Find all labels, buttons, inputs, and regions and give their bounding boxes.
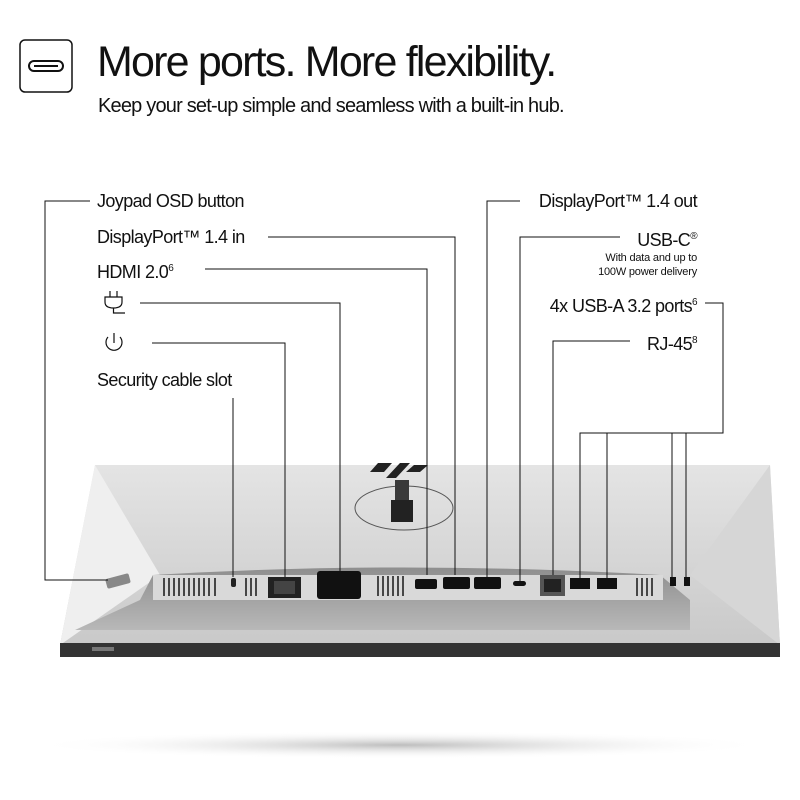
leader-lines bbox=[44, 200, 724, 581]
usb-a-port bbox=[670, 577, 676, 586]
page-title: More ports. More flexibility. bbox=[97, 38, 557, 86]
usb-a-port bbox=[684, 577, 690, 586]
label-dp-out: DisplayPort™ 1.4 out bbox=[538, 191, 698, 211]
hdmi-port bbox=[415, 579, 437, 589]
label-usbc-text: USB-C bbox=[637, 230, 691, 250]
security-slot bbox=[231, 578, 236, 587]
dp-in-port bbox=[443, 577, 470, 589]
label-joypad: Joypad OSD button bbox=[97, 191, 245, 211]
footnote: ® bbox=[690, 231, 697, 242]
dp-out-port bbox=[474, 577, 501, 589]
label-security: Security cable slot bbox=[97, 370, 232, 390]
usbc-note-line: With data and up to bbox=[605, 252, 697, 264]
usb-c-port bbox=[513, 581, 526, 586]
floor-shadow bbox=[30, 731, 770, 759]
page-subtitle: Keep your set-up simple and seamless wit… bbox=[98, 95, 565, 117]
label-usbc: USB-C® bbox=[637, 227, 697, 250]
front-bezel bbox=[60, 643, 780, 657]
usb-a-port bbox=[570, 578, 590, 589]
usbc-note: With data and up to 100W power delivery bbox=[598, 251, 697, 279]
label-usba-text: 4x USB-A 3.2 ports bbox=[549, 296, 693, 316]
joypad bbox=[105, 573, 131, 589]
usbc-note-line: 100W power delivery bbox=[598, 266, 697, 278]
power-plug-icon bbox=[104, 291, 125, 314]
ac-power-inlet bbox=[317, 571, 361, 599]
footnote: 6 bbox=[168, 263, 174, 274]
power-button-icon bbox=[105, 333, 123, 351]
label-rj45: RJ-458 bbox=[647, 331, 698, 354]
label-usba: 4x USB-A 3.2 ports6 bbox=[549, 293, 698, 316]
label-rj45-text: RJ-45 bbox=[647, 334, 693, 354]
usb-a-port bbox=[597, 578, 617, 589]
usb-c-port-icon bbox=[19, 39, 73, 93]
label-hdmi-text: HDMI 2.0 bbox=[97, 262, 169, 282]
label-hdmi: HDMI 2.06 bbox=[97, 259, 174, 282]
footnote: 6 bbox=[692, 297, 698, 308]
label-dp-in: DisplayPort™ 1.4 in bbox=[97, 227, 245, 247]
footnote: 8 bbox=[692, 335, 698, 346]
